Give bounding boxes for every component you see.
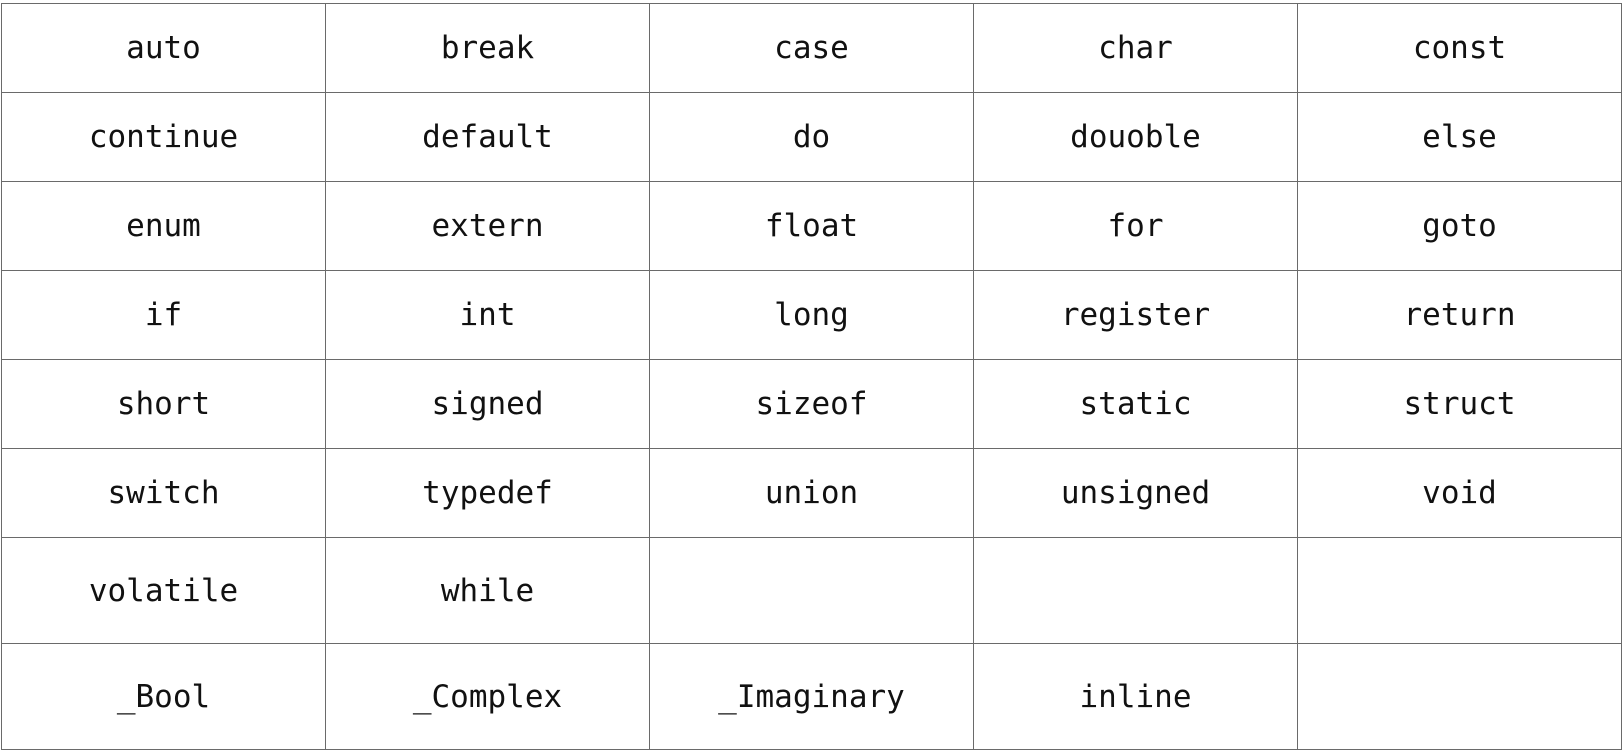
table-row: switch typedef union unsigned void: [1, 448, 1622, 538]
table-cell: inline: [973, 643, 1298, 750]
table-cell: long: [649, 270, 974, 360]
table-row: short signed sizeof static struct: [1, 359, 1622, 449]
table-cell: const: [1297, 3, 1622, 93]
table-cell: for: [973, 181, 1298, 271]
table-cell: break: [325, 3, 650, 93]
table-cell: typedef: [325, 448, 650, 538]
table-cell: char: [973, 3, 1298, 93]
table-cell: enum: [1, 181, 326, 271]
table-cell: signed: [325, 359, 650, 449]
table-row: if int long register return: [1, 270, 1622, 360]
table-cell: void: [1297, 448, 1622, 538]
table-row: auto break case char const: [1, 3, 1622, 93]
table-cell: volatile: [1, 537, 326, 644]
table-cell: [649, 537, 974, 644]
table-cell: sizeof: [649, 359, 974, 449]
keyword-table: auto break case char const continue defa…: [1, 3, 1622, 750]
table-row: volatile while: [1, 537, 1622, 644]
table-cell: register: [973, 270, 1298, 360]
table-row: _Bool _Complex _Imaginary inline: [1, 643, 1622, 750]
table-cell: continue: [1, 92, 326, 182]
table-cell: do: [649, 92, 974, 182]
table-cell: float: [649, 181, 974, 271]
table-cell: union: [649, 448, 974, 538]
table-cell: [1297, 643, 1622, 750]
table-cell: return: [1297, 270, 1622, 360]
table-cell: _Bool: [1, 643, 326, 750]
table-cell: static: [973, 359, 1298, 449]
table-cell: unsigned: [973, 448, 1298, 538]
table-cell: [973, 537, 1298, 644]
table-cell: struct: [1297, 359, 1622, 449]
table-cell: else: [1297, 92, 1622, 182]
table-cell: switch: [1, 448, 326, 538]
table-row: enum extern float for goto: [1, 181, 1622, 271]
table-cell: goto: [1297, 181, 1622, 271]
table-cell: [1297, 537, 1622, 644]
table-row: continue default do douoble else: [1, 92, 1622, 182]
table-cell: auto: [1, 3, 326, 93]
table-cell: _Complex: [325, 643, 650, 750]
table-cell: if: [1, 270, 326, 360]
table-cell: default: [325, 92, 650, 182]
table-cell: short: [1, 359, 326, 449]
table-cell: extern: [325, 181, 650, 271]
table-cell: while: [325, 537, 650, 644]
table-cell: _Imaginary: [649, 643, 974, 750]
table-cell: case: [649, 3, 974, 93]
table-cell: douoble: [973, 92, 1298, 182]
table-cell: int: [325, 270, 650, 360]
